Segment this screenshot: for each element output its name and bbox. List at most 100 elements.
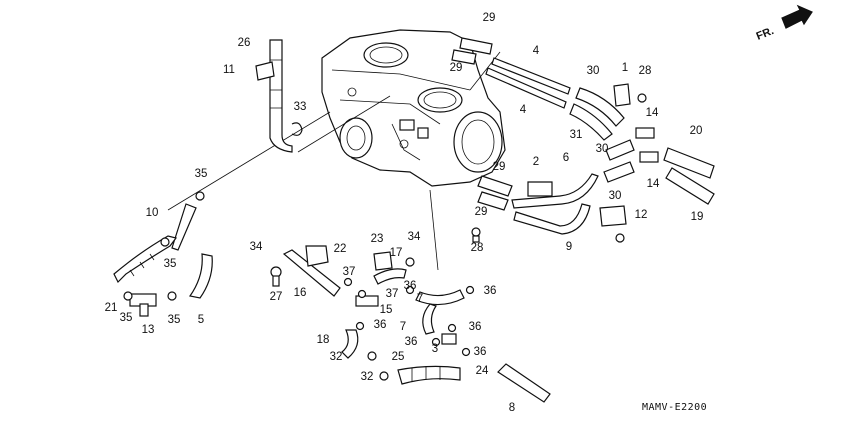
clip-33 (291, 122, 303, 136)
part-number-label: 21 (105, 302, 118, 314)
part-number-label: 33 (294, 101, 307, 113)
part-number-label: 24 (476, 365, 489, 377)
part-number-label: 30 (596, 143, 609, 155)
part-number-label: 10 (146, 207, 159, 219)
part-number-label: 18 (317, 334, 330, 346)
part-number-label: 28 (639, 65, 652, 77)
hose-30-top (575, 87, 625, 127)
clip-11 (255, 61, 275, 81)
part-number-label: 14 (647, 178, 660, 190)
part-number-label: 27 (270, 291, 283, 303)
diagram-code: MAMV-E2200 (642, 402, 707, 413)
part-number-label: 29 (493, 161, 506, 173)
part-number-label: 30 (609, 190, 622, 202)
joint-13 (129, 293, 157, 317)
clamp-35 (167, 291, 177, 301)
leader-line (429, 189, 439, 271)
part-number-label: 5 (198, 314, 204, 326)
part-number-label: 36 (469, 321, 482, 333)
part-number-label: 11 (223, 64, 235, 76)
hose-7 (415, 289, 465, 335)
part-number-label: 36 (474, 346, 487, 358)
hose-19 (665, 167, 715, 205)
clamp-35 (123, 291, 133, 301)
part-number-label: 26 (238, 37, 251, 49)
clip-37 (357, 289, 367, 299)
part-number-label: 35 (168, 314, 181, 326)
clip-36 (447, 323, 457, 333)
part-number-label: 8 (509, 402, 515, 414)
clip-1 (613, 83, 631, 107)
part-number-label: 32 (361, 371, 374, 383)
part-number-label: 31 (570, 129, 583, 141)
part-number-label: 36 (404, 280, 417, 292)
part-number-label: 15 (380, 304, 393, 316)
hose-29-top (451, 37, 493, 65)
part-number-label: 7 (400, 321, 406, 333)
pipe-9 (513, 203, 591, 235)
fitting-23 (373, 251, 393, 271)
pipe-4 (485, 57, 571, 109)
clip-2 (527, 181, 553, 197)
joint-14 (635, 127, 659, 163)
clip-36 (431, 337, 441, 347)
part-number-label: 36 (405, 336, 418, 348)
part-number-label: 12 (635, 209, 648, 221)
part-number-label: 17 (390, 247, 403, 259)
part-number-label: 19 (691, 211, 704, 223)
part-number-label: 7 (417, 293, 423, 305)
part-number-label: 32 (330, 351, 343, 363)
clip-36 (461, 347, 471, 357)
hose-24 (397, 365, 461, 385)
hose-5 (188, 253, 213, 299)
hose-31 (569, 103, 613, 141)
bolt-28-top (637, 93, 647, 103)
hose-30-right (603, 139, 635, 183)
clip-36 (405, 285, 415, 295)
part-number-label: 28 (471, 242, 484, 254)
leader-line (167, 111, 331, 211)
part-number-label: 35 (164, 258, 177, 270)
part-number-label: 35 (120, 312, 133, 324)
part-number-label: 29 (450, 62, 463, 74)
part-number-label: 37 (343, 266, 356, 278)
part-number-label: 4 (533, 45, 540, 57)
hose-10 (113, 203, 197, 284)
carburetor-assembly (321, 29, 506, 187)
clip-12 (599, 205, 627, 243)
part-number-label: 9 (566, 241, 572, 253)
part-number-label: 36 (374, 319, 387, 331)
part-number-label: 6 (563, 152, 569, 164)
part-number-label: 34 (250, 241, 263, 253)
front-arrow-icon (781, 4, 813, 29)
part-number-label: 34 (408, 231, 421, 243)
part-number-label: 13 (142, 324, 155, 336)
pipe-6 (511, 173, 599, 209)
clip-36 (355, 321, 365, 331)
front-direction-indicator: FR. (755, 4, 813, 43)
leader-line (297, 95, 391, 153)
part-number-label: 25 (392, 351, 405, 363)
part-number-label: 37 (386, 288, 399, 300)
joint-15 (355, 295, 379, 307)
part-number-label: 29 (483, 12, 496, 24)
part-number-label: 36 (484, 285, 497, 297)
hose-17 (373, 268, 407, 285)
bolt-28-lower (471, 227, 481, 243)
part-number-label: 1 (622, 62, 628, 74)
hose-29-lower (477, 175, 513, 211)
part-number-label: 20 (690, 125, 703, 137)
front-label: FR. (755, 25, 776, 43)
part-number-label: 14 (646, 107, 659, 119)
part-labels: 1234456778910111213141415161718192021222… (105, 12, 704, 414)
tube-16 (282, 249, 341, 297)
clamp-35 (160, 237, 170, 247)
part-number-label: 30 (587, 65, 600, 77)
clamp-35 (195, 191, 205, 201)
part-number-label: 2 (533, 156, 539, 168)
part-number-label: 23 (371, 233, 384, 245)
bolt-25 (367, 351, 389, 381)
bracket-22 (305, 245, 329, 267)
bolt-27 (270, 266, 282, 287)
